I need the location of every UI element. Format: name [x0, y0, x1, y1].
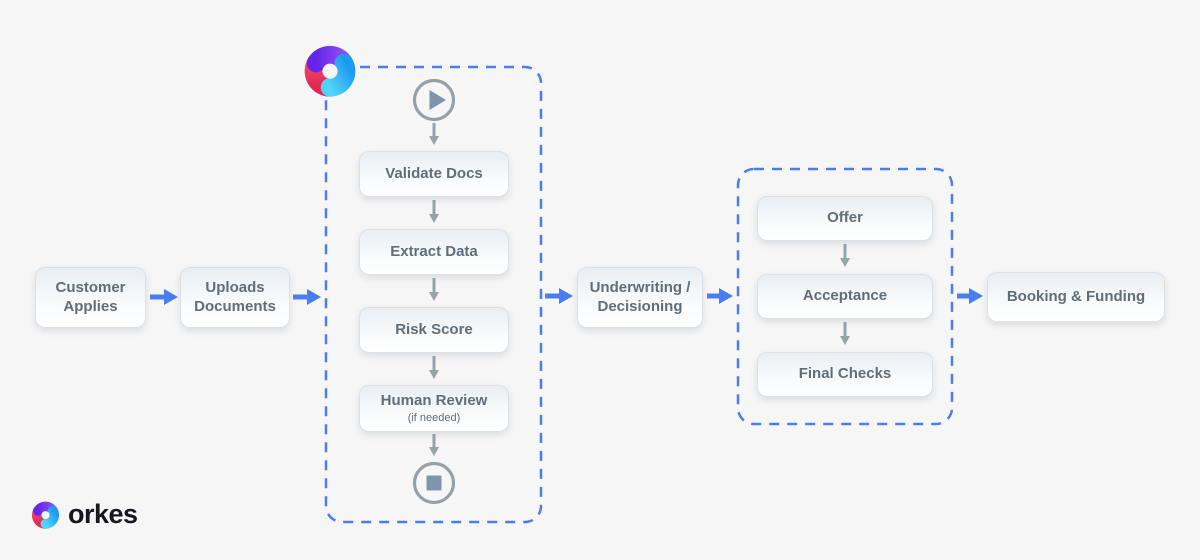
node-risk-score: Risk Score	[359, 307, 509, 353]
node-label: Risk Score	[395, 320, 473, 338]
node-label: Acceptance	[802, 287, 888, 305]
node-uploads-documents: Uploads Documents	[180, 267, 290, 328]
play-icon	[411, 77, 457, 123]
node-label: Booking & Funding	[1006, 287, 1146, 305]
node-booking-funding: Booking & Funding	[987, 272, 1165, 322]
orkes-swirl-icon	[301, 41, 359, 99]
node-label: Extract Data	[390, 242, 478, 260]
node-final-checks: Final Checks	[757, 352, 933, 397]
node-underwriting-decisioning: Underwriting / Decisioning	[577, 267, 703, 328]
node-label: Validate Docs	[385, 164, 483, 182]
orkes-swirl-icon	[31, 501, 60, 529]
node-label: Underwriting / Decisioning	[589, 278, 691, 315]
node-sublabel: (if needed)	[407, 411, 461, 424]
conductor-workflow-container	[324, 65, 543, 524]
node-label: Offer	[827, 209, 863, 227]
node-label: Final Checks	[798, 365, 892, 383]
stop-icon	[411, 460, 457, 506]
node-label: Customer Applies	[55, 278, 126, 315]
node-acceptance: Acceptance	[757, 274, 933, 319]
node-human-review: Human Review (if needed)	[359, 385, 509, 432]
node-label: Uploads Documents	[194, 278, 276, 315]
node-validate-docs: Validate Docs	[359, 151, 509, 197]
node-extract-data: Extract Data	[359, 229, 509, 275]
node-label: Human Review	[380, 391, 488, 409]
node-customer-applies: Customer Applies	[35, 267, 146, 328]
orkes-brand-logo: orkes	[30, 498, 138, 531]
node-offer: Offer	[757, 196, 933, 241]
orkes-wordmark: orkes	[68, 499, 138, 529]
